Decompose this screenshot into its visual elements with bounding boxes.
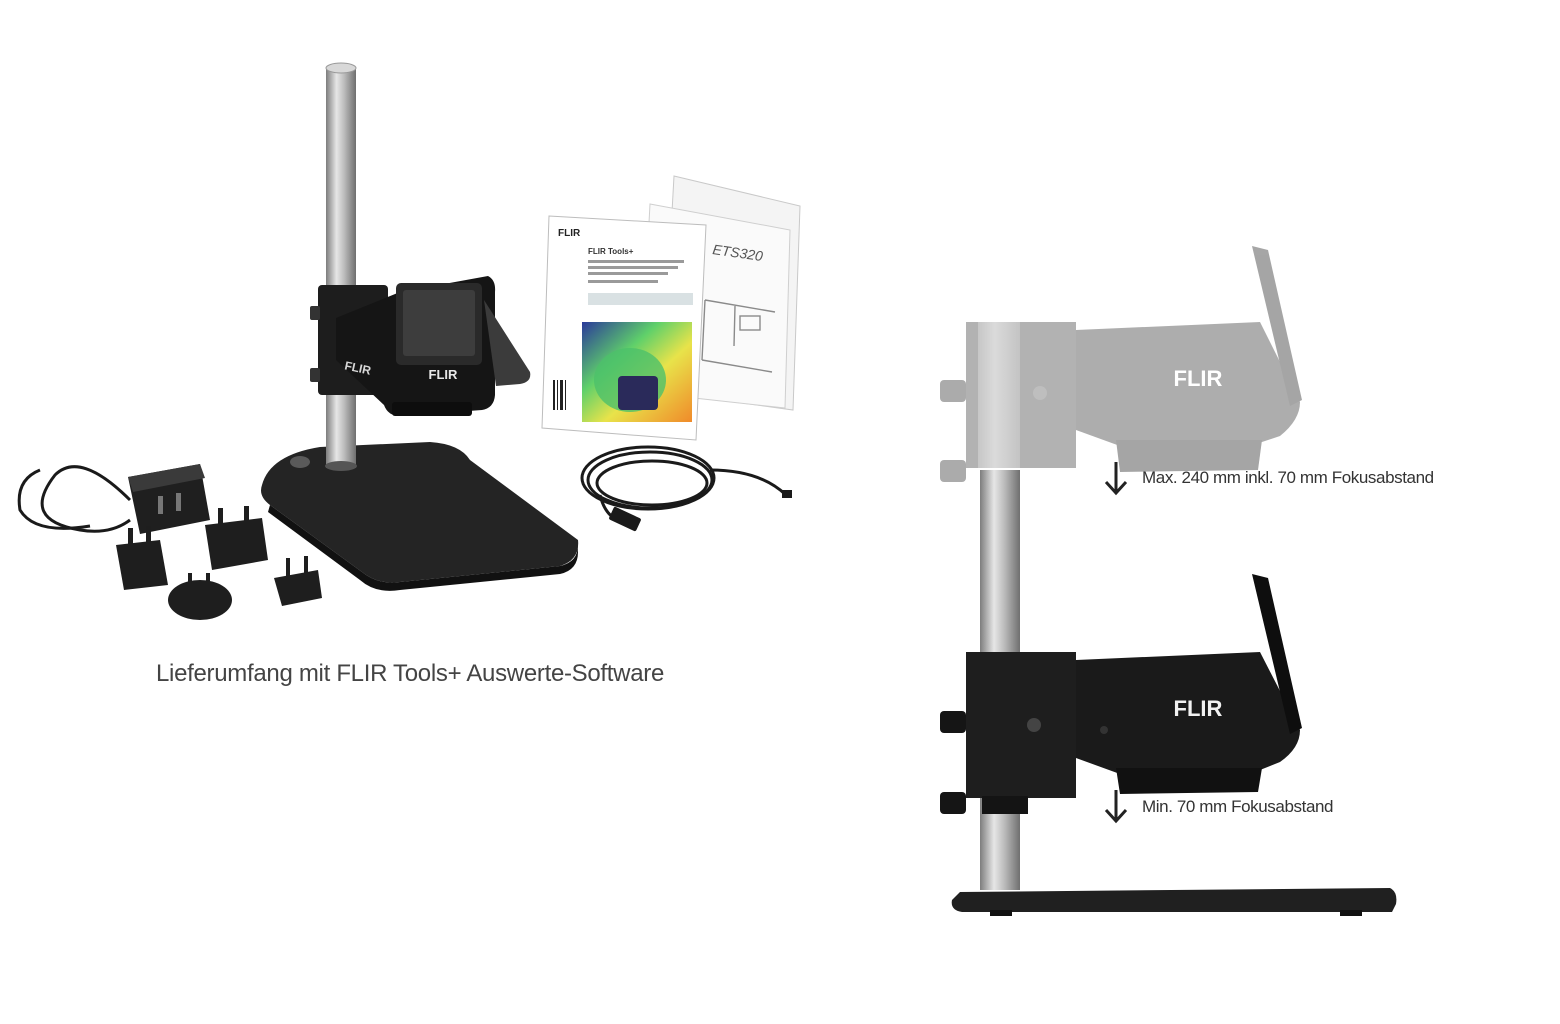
stand-base-plate bbox=[261, 442, 579, 591]
software-booklet: FLIR FLIR Tools+ bbox=[541, 215, 707, 441]
manual-title: ETS320 bbox=[712, 241, 765, 264]
arrow-down-icon bbox=[1104, 790, 1128, 824]
usb-cable bbox=[580, 445, 788, 522]
min-height-label: Min. 70 mm Fokusabstand bbox=[1142, 797, 1334, 816]
stand-pole bbox=[325, 62, 357, 471]
mount-logo-left: FLIR bbox=[343, 358, 372, 377]
plug-adapters bbox=[116, 506, 322, 620]
upper-camera-logo: FLIR bbox=[1174, 366, 1223, 391]
booklet-title: FLIR Tools+ bbox=[588, 247, 634, 256]
right-product-photo: FLIR FLIR bbox=[940, 246, 1397, 916]
thermal-camera: FLIR FLIR bbox=[310, 276, 531, 416]
arrow-down-icon bbox=[1104, 462, 1128, 496]
stand-base-side bbox=[951, 888, 1397, 916]
camera-logo-left: FLIR bbox=[429, 367, 458, 382]
photo-caption: Lieferumfang mit FLIR Tools+ Auswerte-So… bbox=[156, 660, 664, 687]
booklet-brand: FLIR bbox=[558, 228, 581, 239]
left-product-photo: FLIR FLIR ETS320 FLIR FLIR Tools+ bbox=[17, 62, 801, 620]
upper-camera-max-position bbox=[940, 246, 1302, 482]
lower-camera-min-position bbox=[940, 574, 1302, 814]
power-supply bbox=[17, 464, 210, 534]
lower-camera-logo: FLIR bbox=[1174, 696, 1223, 721]
max-height-label: Max. 240 mm inkl. 70 mm Fokusabstand bbox=[1142, 468, 1434, 487]
